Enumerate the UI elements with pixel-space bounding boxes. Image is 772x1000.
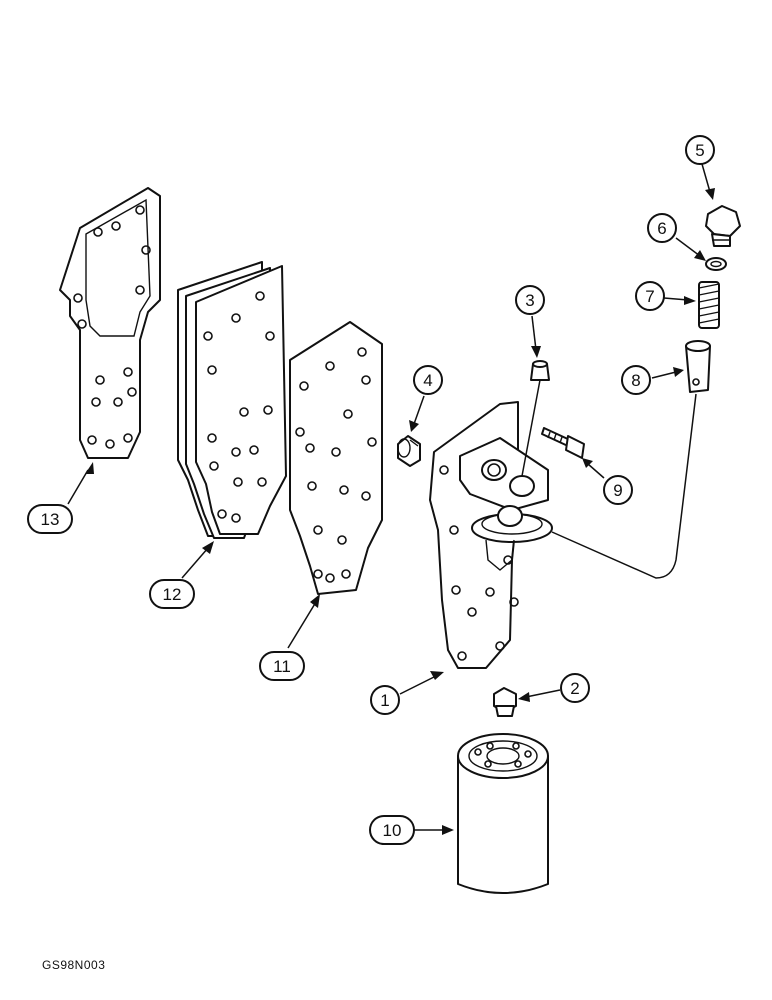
callout-7-label: 7 [645,287,654,306]
callout-4: 4 [413,365,443,395]
callout-2-label: 2 [570,679,579,698]
callout-3: 3 [515,285,545,315]
callout-3-label: 3 [525,291,534,310]
callout-1-label: 1 [380,691,389,710]
leader-lines [67,163,715,835]
callout-10: 10 [369,815,415,845]
gasket-part-11 [289,321,383,595]
callout-6: 6 [647,213,677,243]
callout-8: 8 [621,365,651,395]
plug-part-3 [530,360,550,381]
callout-8-label: 8 [631,371,640,390]
callout-11: 11 [259,651,305,681]
callout-6-label: 6 [657,219,666,238]
plug-part-4 [397,435,421,467]
spring-part-7 [698,281,720,329]
callout-2: 2 [560,673,590,703]
callout-10-label: 10 [383,821,402,840]
bolt-part-9 [541,427,585,459]
callout-12: 12 [149,579,195,609]
plug-part-5 [705,205,741,247]
callout-1: 1 [370,685,400,715]
cooler-core-part-12 [177,261,287,539]
filter-head-part-1 [429,401,553,669]
center-line-3 [521,379,541,477]
callout-13: 13 [27,504,73,534]
gasket-part-13 [59,187,161,459]
callout-9: 9 [603,475,633,505]
o-ring-part-6 [705,257,727,271]
callout-7: 7 [635,281,665,311]
callout-13-label: 13 [41,510,60,529]
callout-5: 5 [685,135,715,165]
valve-part-8 [685,340,711,393]
fitting-part-2 [493,687,517,717]
flow-line [551,393,697,579]
callout-5-label: 5 [695,141,704,160]
callout-9-label: 9 [613,481,622,500]
figure-code: GS98N003 [42,958,106,972]
callout-4-label: 4 [423,371,432,390]
callout-12-label: 12 [163,585,182,604]
oil-filter-part-10 [457,733,549,894]
callout-11-label: 11 [273,657,291,676]
